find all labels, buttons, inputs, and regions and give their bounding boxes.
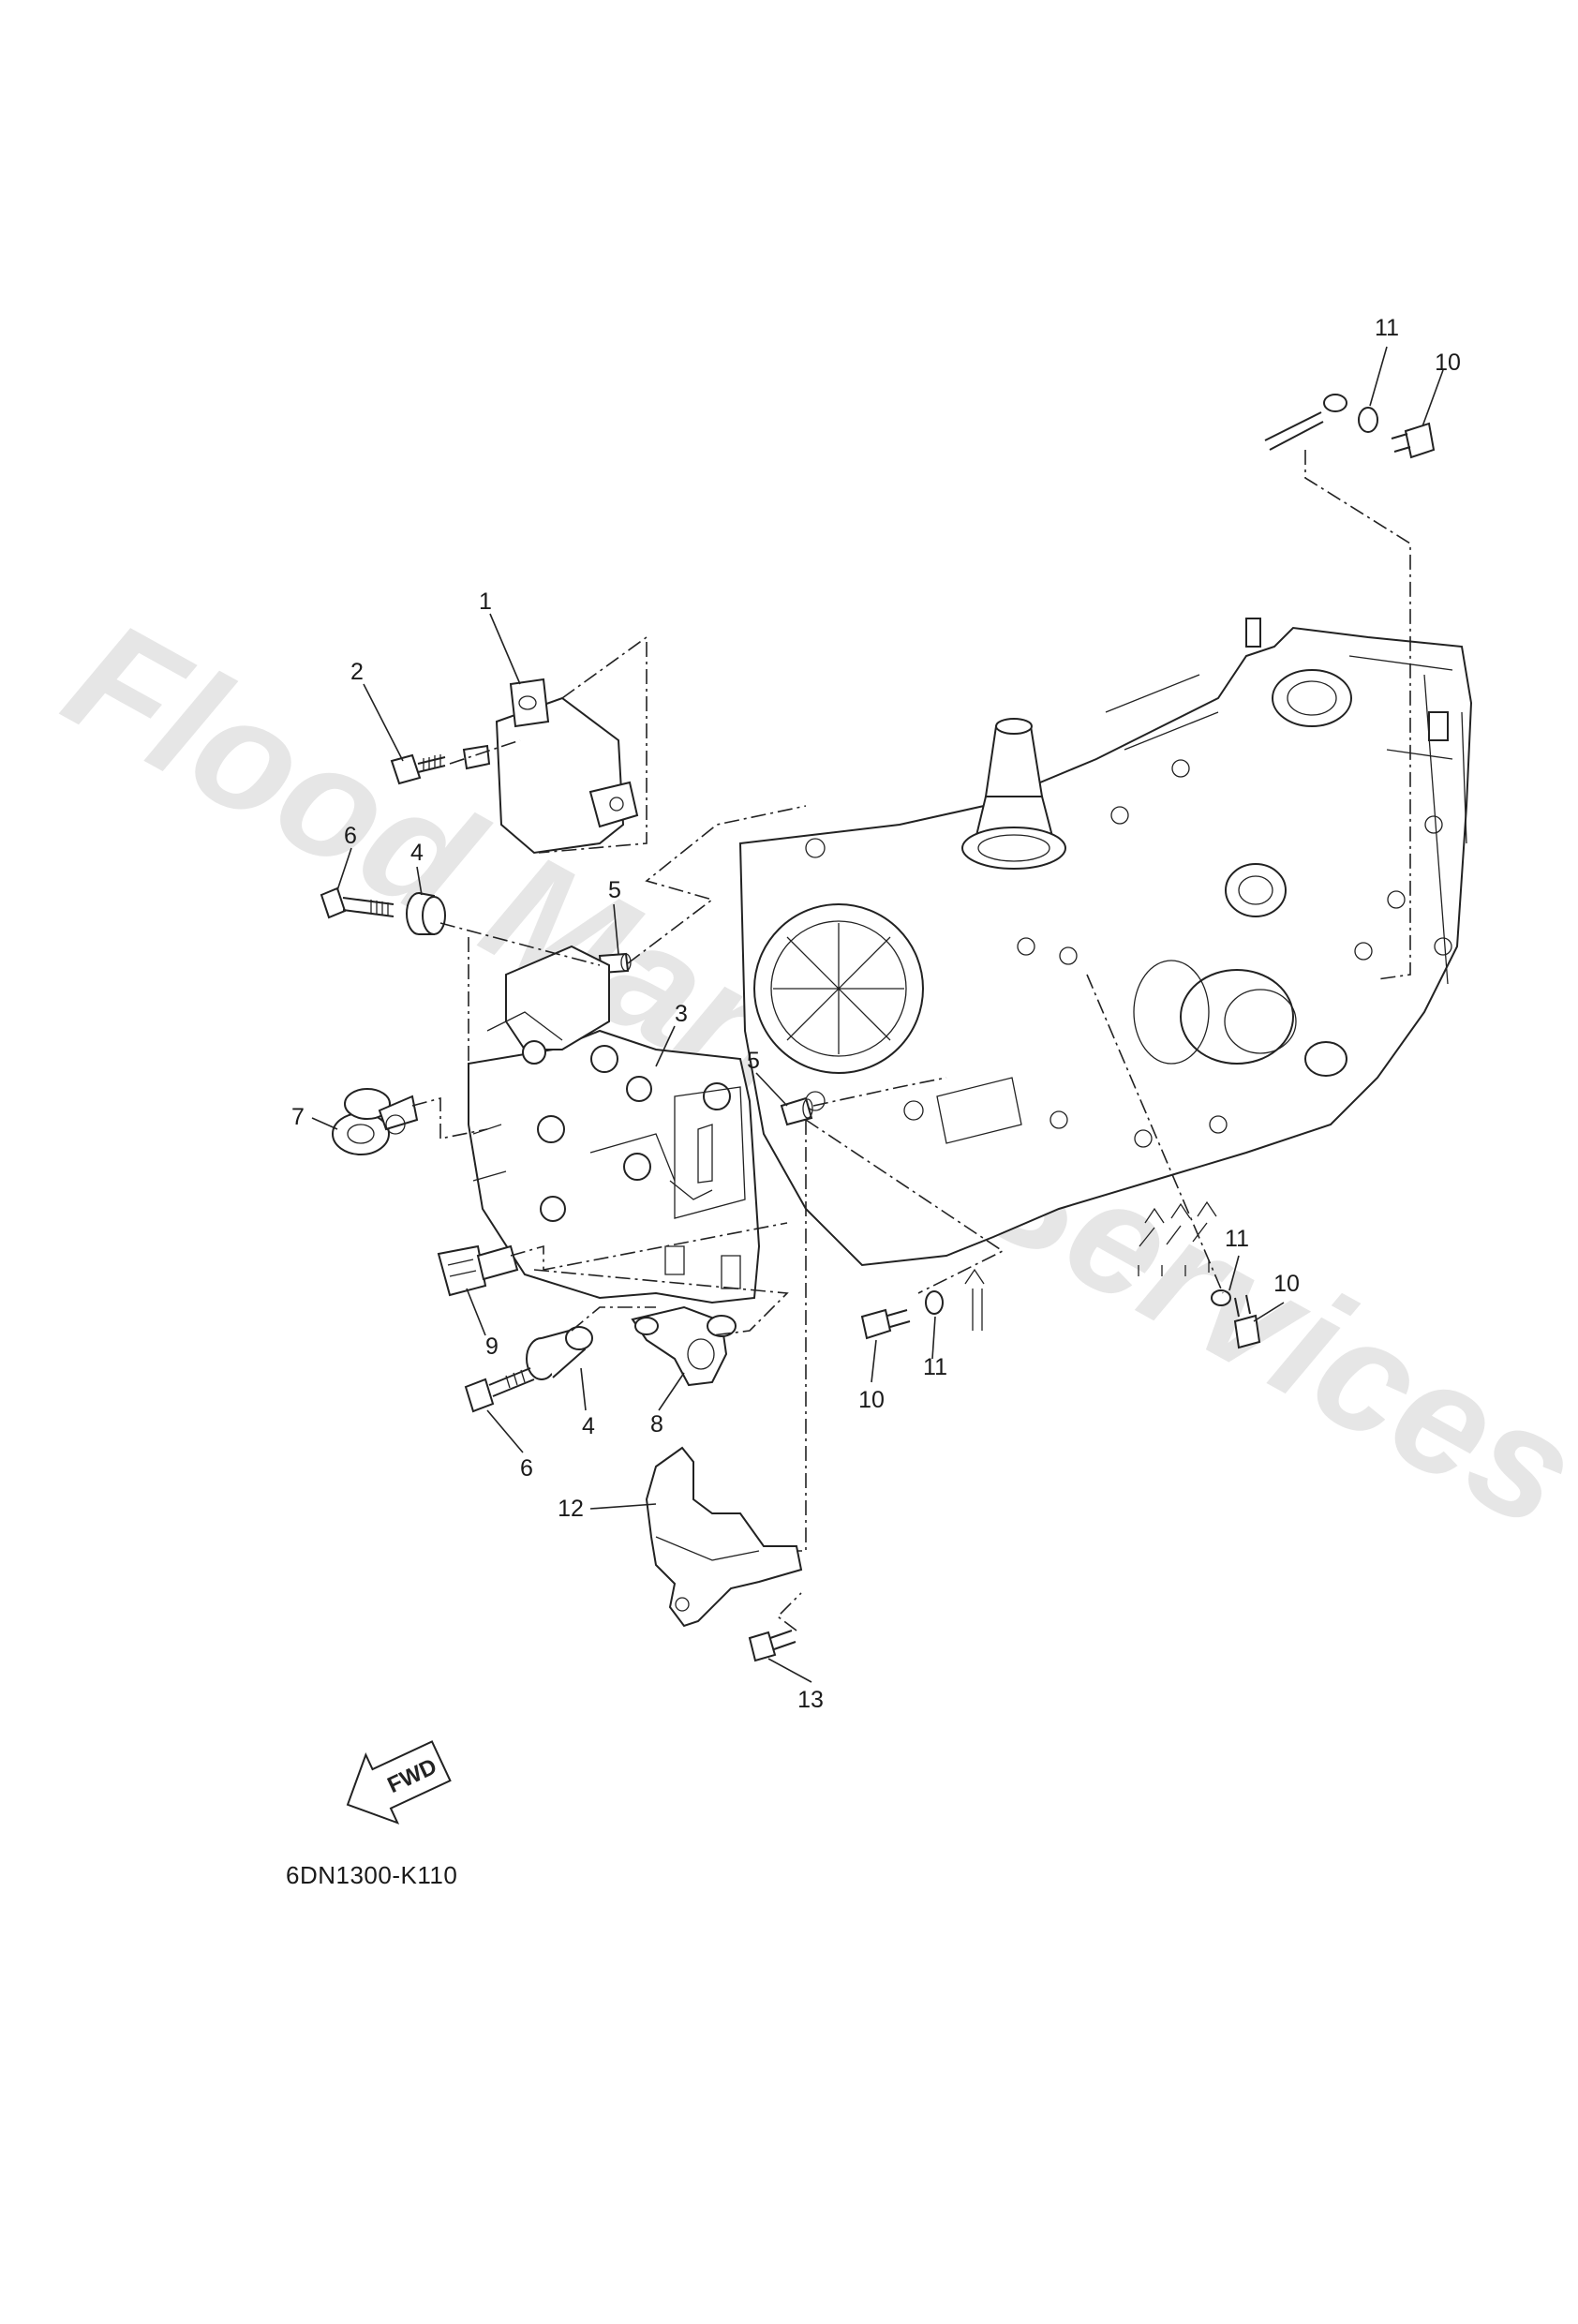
callout-11c: 11	[1375, 315, 1399, 341]
callout-leaders	[311, 346, 1444, 1683]
washer-part-11-center	[925, 1290, 944, 1315]
callout-10a: 10	[858, 1387, 885, 1413]
callout-1: 1	[479, 588, 492, 615]
bolt-part-10-top	[1391, 422, 1436, 459]
wire-lead-top-right	[1264, 394, 1347, 451]
bolt-part-10-right	[1233, 1294, 1261, 1349]
callout-labels: 1 2 6 4 5 3 5 7 9 4 6 8 12 13 10 11 11 1…	[291, 315, 1461, 1713]
wire-holder-part-9	[437, 1244, 519, 1297]
callout-13: 13	[797, 1687, 824, 1713]
callout-3: 3	[675, 1001, 688, 1027]
callout-11b: 11	[1225, 1226, 1249, 1252]
bolt-part-13	[748, 1630, 796, 1662]
callout-11a: 11	[923, 1354, 947, 1380]
callout-10b: 10	[1273, 1271, 1300, 1297]
grommet-part-4-lower	[526, 1326, 593, 1380]
grommet-part-4-upper	[406, 892, 446, 935]
clamp-part-8	[631, 1305, 737, 1387]
washer-part-11-right	[1211, 1289, 1231, 1306]
washer-part-11-top	[1358, 407, 1378, 433]
bolt-part-6-upper	[320, 886, 394, 919]
bracket-part-12	[645, 1446, 803, 1628]
wire-terminal-center	[964, 1268, 985, 1331]
wire-terminal-group	[1138, 1200, 1217, 1276]
callout-12: 12	[558, 1496, 584, 1522]
diagram-part-code: 6DN1300-K110	[286, 1861, 457, 1889]
bolt-part-10-center	[860, 1308, 911, 1340]
callout-9: 9	[485, 1333, 499, 1360]
callout-6a: 6	[344, 823, 357, 849]
engine-block	[738, 618, 1473, 1276]
collar-part-5-lower	[780, 1096, 813, 1126]
callout-8: 8	[650, 1411, 663, 1438]
callout-4a: 4	[410, 840, 424, 866]
clamp-part-7	[332, 1088, 419, 1155]
callout-5b: 5	[747, 1048, 760, 1074]
callout-7: 7	[291, 1104, 305, 1130]
bracket-part-3	[468, 945, 761, 1304]
bolt-part-6-lower	[464, 1367, 535, 1413]
ignition-coil-part	[462, 678, 639, 855]
callout-4b: 4	[582, 1413, 595, 1439]
callout-10c: 10	[1435, 350, 1461, 376]
bolt-part-2	[390, 753, 446, 785]
callout-5a: 5	[608, 877, 621, 903]
assembly-lines	[411, 450, 1411, 1631]
callout-2: 2	[350, 659, 364, 685]
callout-6b: 6	[520, 1455, 533, 1482]
fwd-arrow-icon: FWD	[346, 1740, 452, 1825]
